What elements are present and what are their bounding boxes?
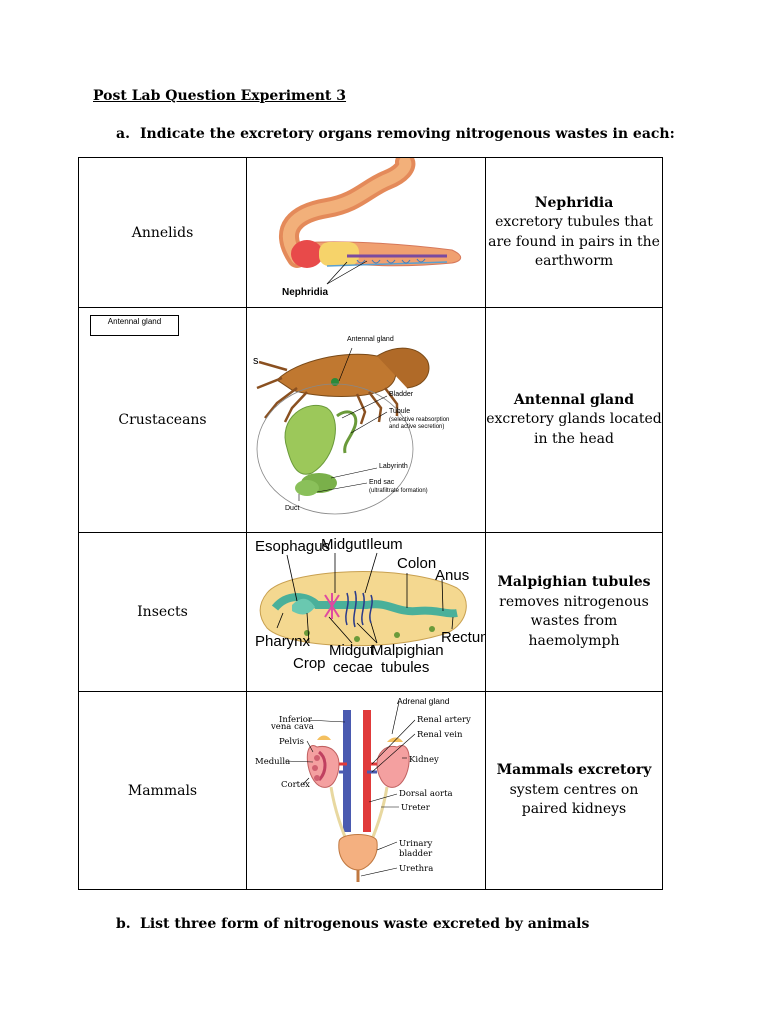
table-row: Mammals [78,691,663,890]
earthworm-image: Nephridia [246,157,486,308]
organ-name: Antennal gland [513,391,635,408]
pharynx-label: Pharynx [255,633,311,650]
organ-name: Mammals excretory [496,762,652,779]
question-a: a. Indicate the excretory organs removing… [116,126,675,142]
labyrinth-label: Labyrinth [379,463,408,470]
ureter-label: Ureter [401,803,431,813]
duct-label: Duct [285,505,299,512]
crayfish-image: s Antennal gland [246,307,486,533]
organ-name: Malpighian tubules [497,574,651,590]
excretory-organs-table: Annelids Nephridia Nephridia excretory t… [78,157,663,890]
urethra-label: Urethra [399,864,433,874]
page-title: Post Lab Question Experiment 3 [93,88,347,104]
animal-cell: Mammals [78,691,247,890]
rectum-label: Rectum [441,629,485,646]
colon-label: Colon [397,555,436,572]
nephridia-loops [356,258,426,264]
table-row: Insects Esophagus Midgut [78,532,663,692]
end-sac-note: (ultrafiltrate formation) [369,488,428,494]
dorsal-aorta-label: Dorsal aorta [399,789,453,799]
question-b-label: b. [116,916,131,932]
pelvis-label: Pelvis [279,737,304,747]
animal-cell: Annelids [78,157,247,308]
bladder-label: Bladder [389,391,414,398]
midgut-label: Midgut [321,536,367,553]
cortex-label: Cortex [281,780,310,790]
question-a-label: a. [116,126,130,142]
mammal-urinary-image: Adrenal gland Inferior vena cava Renal a… [246,691,486,890]
antennal-gland-label: Antennal gland [347,336,394,343]
animal-cell: Antennal gland Crustaceans [78,307,247,533]
renal-artery-label: Renal artery [417,715,471,725]
insect-gut-image: Esophagus Midgut Ileum Colon Anus Pharyn… [246,532,486,692]
organ-description: excretory glands located in the head [486,411,662,447]
organ-description: removes nitrogenous wastes from haemolym… [499,593,649,649]
animal-cell: Insects [78,532,247,692]
description-cell: Malpighian tubules removes nitrogenous w… [485,532,663,692]
description-cell: Antennal gland excretory glands located … [485,307,663,533]
description-cell: Mammals excretory system centres on pair… [485,691,663,890]
table-row: Antennal gland Crustaceans s Antennal gl… [78,307,663,533]
question-b-text: List three form of nitrogenous waste exc… [140,916,590,932]
crop-label: Crop [293,655,326,672]
antennal-gland-textbox: Antennal gland [90,315,179,336]
anus-label: Anus [435,567,469,584]
ileum-label: Ileum [366,536,403,553]
vena-cava-label: vena cava [270,722,314,732]
urinary-label: Urinary [399,839,433,849]
table-row: Annelids Nephridia Nephridia excretory t… [78,157,663,308]
adrenal-gland-label: Adrenal gland [397,696,450,706]
kidney-label: Kidney [409,755,439,765]
bladder-label: bladder [399,849,433,859]
stray-letter: s [253,355,259,367]
description-cell: Nephridia excretory tubules that are fou… [485,157,663,308]
animal-name: Insects [137,604,188,620]
esophagus-label: Esophagus [255,538,330,555]
nephridia-caption: Nephridia [282,287,329,298]
end-sac-label: End sac [369,479,395,486]
inferior-label: Inferior [279,715,313,725]
animal-name: Crustaceans [118,412,207,428]
medulla-label: Medulla [255,757,290,767]
organ-description: system centres on paired kidneys [509,781,639,818]
animal-name: Annelids [131,224,194,241]
renal-vein-label: Renal vein [417,730,463,740]
animal-name: Mammals [127,782,198,799]
question-b: b. List three form of nitrogenous waste e… [116,916,589,932]
organ-name: Nephridia [534,194,614,211]
tubule-label: Tubule [389,408,410,415]
organ-description: excretory tubules that are found in pair… [488,214,660,269]
question-a-text: Indicate the excretory organs removing n… [140,126,675,142]
